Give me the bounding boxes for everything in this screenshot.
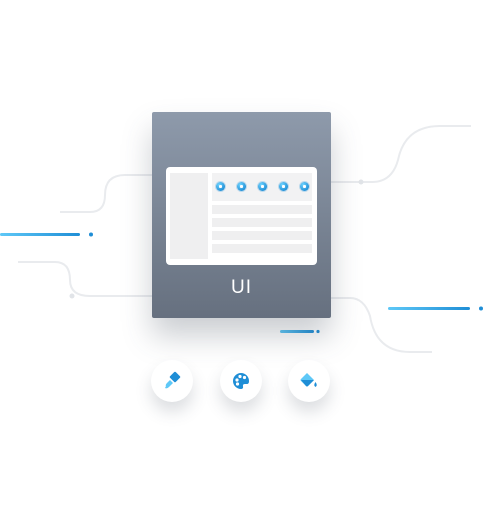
mockup-row	[212, 231, 312, 240]
brush-tool-button[interactable]	[151, 360, 193, 402]
stack-icon	[300, 182, 309, 191]
palette-tool-button[interactable]	[220, 360, 262, 402]
accent-line-right	[388, 307, 470, 310]
ui-card: UI	[152, 112, 331, 318]
paint-bucket-icon	[300, 373, 317, 387]
star-icon	[279, 182, 288, 191]
mockup-toolbar	[212, 173, 312, 201]
mockup-sidebar	[170, 173, 208, 259]
paint-bucket-tool-button[interactable]	[288, 360, 330, 402]
image-icon	[258, 182, 267, 191]
mockup-row	[212, 244, 312, 253]
card-label: UI	[231, 277, 252, 298]
accent-line-bottom	[280, 330, 314, 333]
palette-icon	[233, 373, 249, 389]
brush-icon	[165, 371, 181, 389]
ui-window-mockup	[166, 167, 317, 265]
accent-line-left	[0, 233, 80, 236]
document-icon	[237, 182, 246, 191]
mockup-row	[212, 205, 312, 214]
monitor-icon	[216, 182, 225, 191]
mockup-row	[212, 218, 312, 227]
